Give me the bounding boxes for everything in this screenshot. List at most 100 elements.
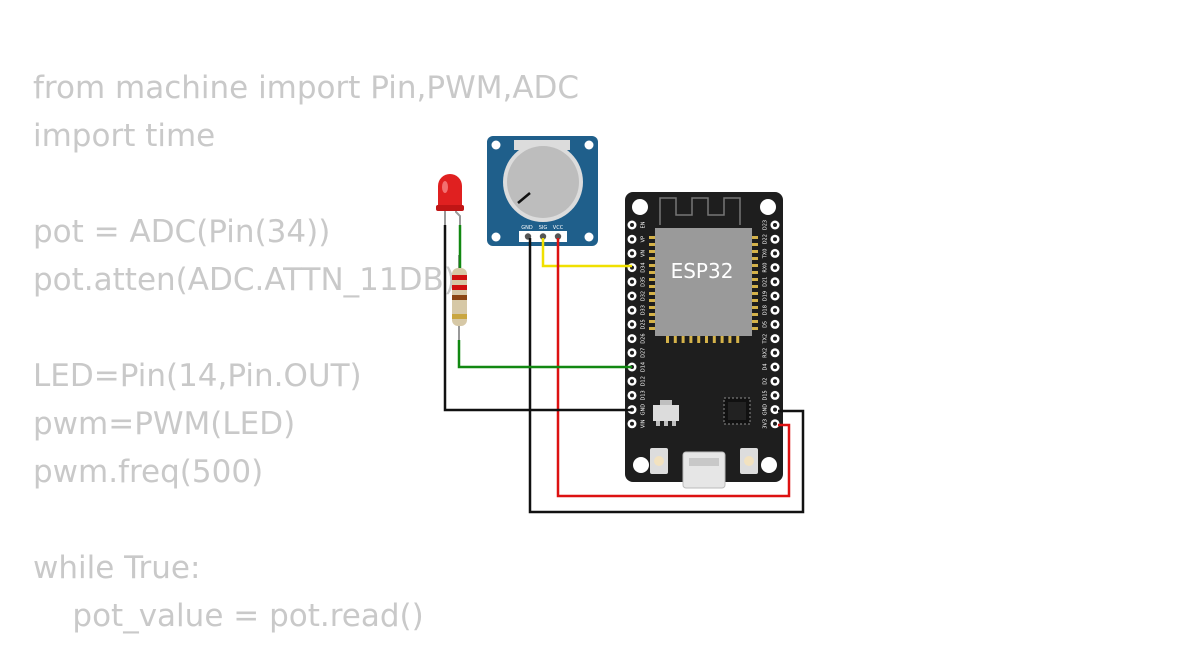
pin-label: RX2 xyxy=(763,348,769,358)
module-pad xyxy=(728,336,732,343)
code-line: pot_value = pot.read() xyxy=(33,598,424,634)
red-led[interactable] xyxy=(436,174,464,225)
antenna-trace xyxy=(659,197,741,225)
pin-label: RX0 xyxy=(763,263,769,273)
module-pad xyxy=(751,243,758,246)
resistor-band xyxy=(452,314,467,319)
usb-port-opening xyxy=(689,458,719,466)
pin-hole-center xyxy=(630,251,634,256)
pin-hole-center xyxy=(773,365,777,369)
module-pad xyxy=(751,306,758,309)
pot-pin xyxy=(554,233,562,240)
module-pad xyxy=(751,264,758,267)
code-listing: from machine import Pin,PWM,ADC import t… xyxy=(33,70,579,646)
wire-black-led-gnd[interactable] xyxy=(443,225,632,412)
resistor-band xyxy=(452,295,467,300)
module-pad xyxy=(666,336,669,343)
mounting-hole xyxy=(761,457,777,473)
module-pad xyxy=(751,257,758,260)
pot-pin-label: VCC xyxy=(553,225,564,231)
pin-hole-center xyxy=(630,223,634,227)
pin-label: D14 xyxy=(641,362,647,372)
module-pad xyxy=(649,320,656,323)
mounting-hole xyxy=(584,140,594,150)
regulator-leg xyxy=(672,421,676,426)
pin-label: VIN xyxy=(641,419,647,428)
pin-label: VP xyxy=(641,236,647,242)
wire-black-pot-gnd[interactable] xyxy=(528,238,805,514)
pin-hole-center xyxy=(630,279,634,284)
wires xyxy=(443,225,805,514)
esp32-board[interactable]: ESP32 ENVPVND34D35D32D33D25D26D27D14D12D… xyxy=(625,192,783,489)
pin-label: D32 xyxy=(641,291,647,301)
pin-hole-center xyxy=(630,421,634,426)
esp32-module xyxy=(655,228,752,336)
module-pad xyxy=(649,243,656,246)
module-pad xyxy=(751,313,758,316)
pin-hole-center xyxy=(773,251,777,256)
regulator-tab xyxy=(660,400,672,406)
pin-label: D12 xyxy=(641,376,647,386)
pot-knob[interactable] xyxy=(507,146,579,218)
pin-label: VN xyxy=(641,250,647,257)
pin-label: D4 xyxy=(763,363,769,370)
pin-label: D26 xyxy=(641,333,647,343)
module-pad xyxy=(649,327,656,330)
code-line: import time xyxy=(33,118,216,154)
mounting-hole xyxy=(633,457,649,473)
regulator-leg xyxy=(664,421,668,426)
regulator-leg xyxy=(656,421,660,426)
pin-label: GND xyxy=(763,404,769,416)
right-pin-header: D23D22TX0RX0D21D19D18D5TX2RX2D4D2D15GND3… xyxy=(763,220,780,429)
pin-hole-center xyxy=(773,350,777,355)
wire-green[interactable] xyxy=(457,340,632,369)
pin-label: D13 xyxy=(641,390,647,400)
boot-button-cap xyxy=(744,456,754,466)
pin-hole-center xyxy=(773,407,777,412)
pin-hole-center xyxy=(630,294,634,298)
pin-label: D33 xyxy=(641,305,647,315)
resistor[interactable] xyxy=(452,255,467,340)
pin-hole-center xyxy=(773,308,777,313)
pin-hole-center xyxy=(630,336,634,341)
module-pad xyxy=(689,336,693,343)
pin-hole-center xyxy=(773,421,777,426)
module-pad xyxy=(649,278,656,281)
usb-uart-chip-die xyxy=(728,402,746,420)
pin-label: D15 xyxy=(763,390,769,400)
potentiometer[interactable]: GND SIG VCC xyxy=(487,136,598,246)
pot-pin-label: GND xyxy=(521,225,533,231)
led-highlight xyxy=(442,181,448,193)
module-pad xyxy=(649,313,656,316)
module-pad xyxy=(649,292,656,295)
pin-label: D22 xyxy=(763,234,769,244)
module-pad xyxy=(649,264,656,267)
pin-label: D21 xyxy=(763,277,769,287)
pin-label: D23 xyxy=(763,220,769,230)
pin-label: EN xyxy=(641,221,647,228)
pin-label: TX0 xyxy=(763,249,769,260)
circuit-diagram: ESP32 ENVPVND34D35D32D33D25D26D27D14D12D… xyxy=(436,136,805,514)
pin-label: D35 xyxy=(641,277,647,287)
module-pad xyxy=(751,271,758,274)
module-pad xyxy=(681,336,685,343)
pin-hole-center xyxy=(630,393,634,398)
code-line: from machine import Pin,PWM,ADC xyxy=(33,70,580,106)
wire-yellow[interactable] xyxy=(541,238,632,268)
module-pad xyxy=(649,257,656,260)
mounting-hole xyxy=(632,199,648,215)
led-body xyxy=(438,174,462,208)
module-pad xyxy=(705,336,708,343)
pin-hole-center xyxy=(773,294,777,298)
usb-port[interactable] xyxy=(682,451,726,489)
pin-hole-center xyxy=(773,336,777,341)
mounting-hole xyxy=(491,232,501,242)
pot-pin-label: SIG xyxy=(539,225,548,231)
code-line: LED=Pin(14,Pin.OUT) xyxy=(33,358,362,394)
pin-label: TX2 xyxy=(763,334,769,345)
pin-label: GND xyxy=(641,404,647,416)
pin-hole-center xyxy=(630,350,634,355)
chip-label: ESP32 xyxy=(671,259,734,283)
pin-hole-center xyxy=(630,379,634,384)
pin-hole-center xyxy=(773,322,777,327)
